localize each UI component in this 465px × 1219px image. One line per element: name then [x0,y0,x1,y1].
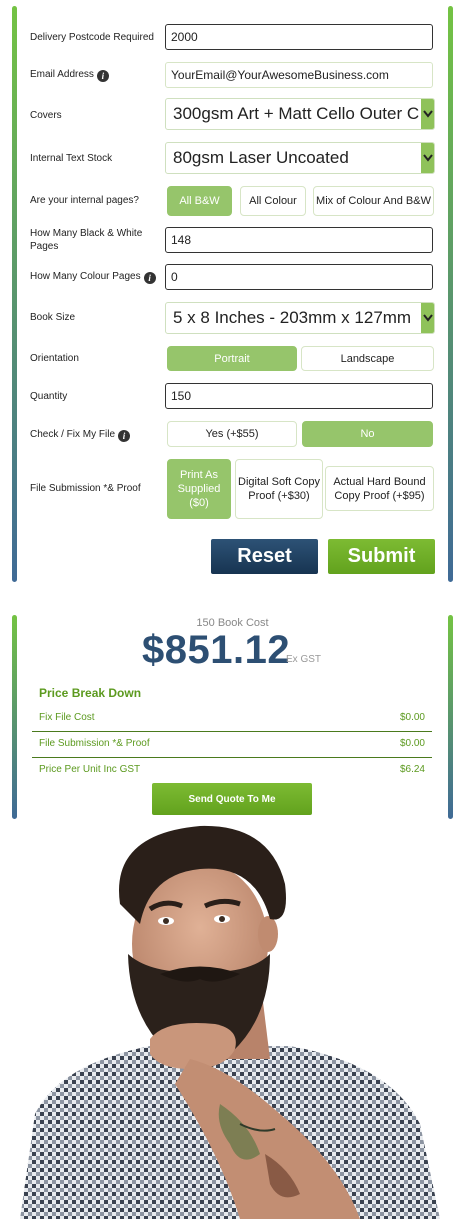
gst-note: Ex GST [286,654,322,665]
breakdown-value: $0.00 [399,738,425,749]
internal-stock-label: Internal Text Stock [30,153,113,164]
option-landscape[interactable]: Landscape [301,346,434,371]
option-portrait[interactable]: Portrait [167,346,297,371]
breakdown-row: File Submission *& Proof $0.00 [32,732,432,758]
option-print-as-supplied[interactable]: Print As Supplied ($0) [167,459,231,519]
option-fix-yes[interactable]: Yes (+$55) [167,421,297,447]
covers-label: Covers [30,110,62,121]
chevron-down-icon [421,143,434,173]
breakdown-label: Price Per Unit Inc GST [39,764,141,775]
option-all-bw[interactable]: All B&W [167,186,232,216]
file-submission-label: File Submission *& Proof [30,483,141,494]
chevron-down-icon [421,99,434,129]
fix-file-label-text: Check / Fix My File [30,429,116,440]
bearded-man-photo [20,825,440,1219]
book-size-label: Book Size [30,312,76,323]
breakdown-value: $6.24 [399,764,425,775]
covers-select[interactable]: 300gsm Art + Matt Cello Outer C [165,98,435,130]
breakdown-title: Price Break Down [39,686,142,700]
info-icon[interactable]: i [118,430,131,442]
bw-pages-input[interactable]: 148 [165,227,433,253]
quantity-label: Quantity [30,391,68,402]
bw-pages-label: How Many Black & White Pages [30,228,143,252]
quantity-input[interactable]: 150 [165,383,433,409]
breakdown-value: $0.00 [399,712,425,723]
option-digital-proof[interactable]: Digital Soft Copy Proof (+$30) [235,459,323,519]
internal-stock-select[interactable]: 80gsm Laser Uncoated [165,142,435,174]
orientation-label: Orientation [30,353,79,364]
info-icon[interactable]: i [143,272,156,284]
option-hard-bound-proof[interactable]: Actual Hard Bound Copy Proof (+$95) [325,466,434,511]
breakdown-row: Price Per Unit Inc GST $6.24 [32,758,432,783]
info-icon[interactable]: i [96,70,109,82]
book-cost-label: 150 Book Cost [196,617,269,629]
colour-pages-input[interactable]: 0 [165,264,433,290]
covers-value: 300gsm Art + Matt Cello Outer C [173,104,420,123]
submit-button[interactable]: Submit [328,539,435,574]
option-all-colour[interactable]: All Colour [240,186,306,216]
internal-pages-label: Are your internal pages? [30,195,139,206]
send-quote-button[interactable]: Send Quote To Me [152,783,312,815]
postcode-input[interactable]: 2000 [165,24,433,50]
breakdown-row: Fix File Cost $0.00 [32,706,432,732]
option-fix-no[interactable]: No [302,421,433,447]
colour-pages-label-text: How Many Colour Pages [30,271,141,282]
book-size-value: 5 x 8 Inches - 203mm x 127mm [173,308,412,327]
breakdown-label: Fix File Cost [39,712,95,723]
email-input[interactable]: YourEmail@YourAwesomeBusiness.com [165,62,433,88]
book-size-select[interactable]: 5 x 8 Inches - 203mm x 127mm [165,302,435,334]
internal-stock-value: 80gsm Laser Uncoated [173,148,349,167]
email-label-text: Email Address [30,69,94,80]
total-price: $851.12 [142,628,291,672]
option-mix-colour[interactable]: Mix of Colour And B&W [313,186,434,216]
chevron-down-icon [421,303,434,333]
breakdown-label: File Submission *& Proof [39,738,150,749]
reset-button[interactable]: Reset [211,539,318,574]
postcode-label: Delivery Postcode Required [30,32,154,43]
